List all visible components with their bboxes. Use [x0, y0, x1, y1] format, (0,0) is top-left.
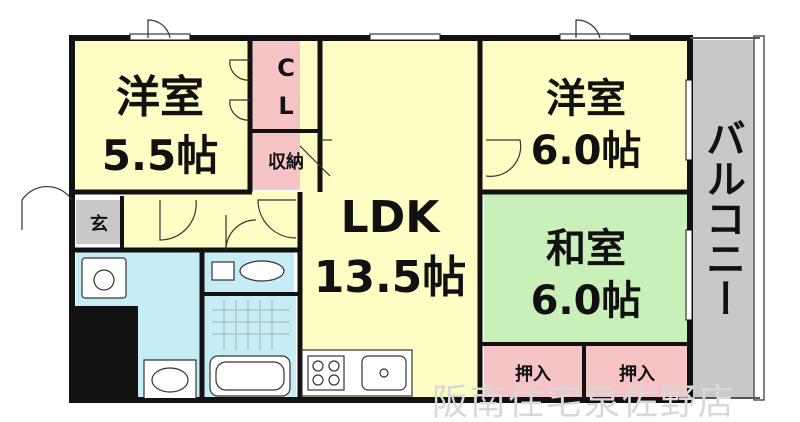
toilet-fixture — [211, 260, 285, 282]
balcony-railing — [753, 35, 765, 401]
wash-basin — [143, 359, 197, 398]
bath-floor-tiles — [212, 300, 290, 350]
western-room-1-name: 洋室 — [116, 72, 204, 123]
japanese-room-name: 和室 — [546, 226, 626, 272]
oshiire-area-1 — [484, 346, 582, 398]
closet-label-l: L — [278, 92, 293, 120]
oshiire-2-label: 押入 — [619, 363, 655, 385]
balcony-label: バルコニー — [699, 118, 745, 318]
windows — [129, 33, 693, 321]
balcony-area — [692, 40, 756, 398]
japanese-room-size: 6.0帖 — [531, 278, 642, 324]
washer-pan — [81, 257, 127, 299]
western-room-2-name: 洋室 — [546, 76, 626, 122]
storage-label: 収納 — [268, 151, 304, 173]
western-room-1 — [76, 40, 250, 190]
western-room-1-size: 5.5帖 — [102, 131, 218, 180]
ldk-name: LDK — [341, 192, 442, 243]
closet-label-c: C — [277, 54, 295, 82]
watermark: 阪南住宅泉佐野店 — [432, 382, 736, 422]
japanese-room — [484, 194, 688, 344]
kitchen-counter — [301, 349, 413, 397]
oshiire-1-label: 押入 — [515, 363, 551, 385]
ldk-size: 13.5帖 — [314, 252, 467, 303]
hallway — [124, 192, 300, 252]
ldk-room — [300, 40, 480, 400]
oshiire-area-2 — [586, 346, 688, 398]
door-swings — [21, 19, 601, 251]
entrance-label: 玄 — [90, 213, 108, 235]
bathtub — [209, 355, 291, 397]
western-room-2-size: 6.0帖 — [531, 128, 642, 174]
entrance-area — [76, 200, 122, 244]
western-room-2 — [482, 40, 690, 190]
shaft-block — [72, 306, 138, 398]
